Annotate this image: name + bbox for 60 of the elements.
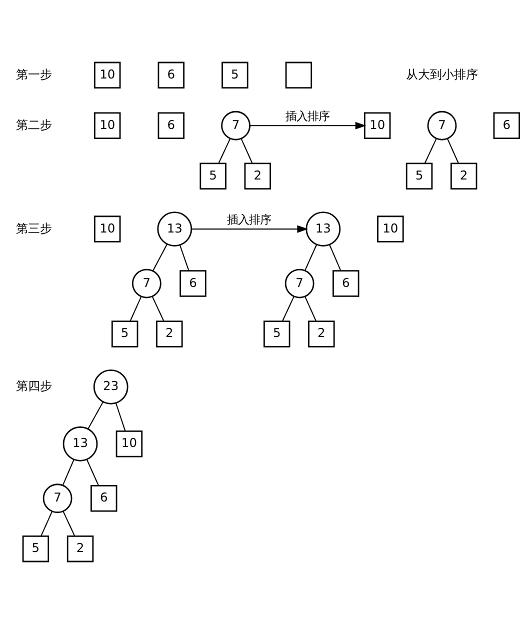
- node-circle: 13: [306, 211, 341, 246]
- node-box: 2: [308, 320, 335, 347]
- node-circle: 7: [284, 268, 314, 298]
- node-circle: 7: [221, 110, 250, 140]
- node-box: 6: [493, 112, 520, 138]
- node-circle: 13: [62, 426, 98, 461]
- node-box: 6: [180, 270, 206, 296]
- node-box: 5: [22, 534, 50, 562]
- connector: [62, 510, 76, 536]
- node-box: 2: [66, 534, 94, 562]
- connector: [88, 400, 104, 429]
- node-box: 2: [156, 320, 183, 347]
- connector: [130, 296, 142, 321]
- node-box: 5: [111, 320, 138, 347]
- node-box: 2: [450, 162, 478, 189]
- connector: [115, 402, 126, 431]
- node-box: 2: [244, 162, 271, 189]
- node-box: 5: [264, 320, 290, 347]
- edge-label: 插入排序: [226, 212, 271, 226]
- node-circle: 23: [93, 368, 128, 404]
- node-box: 10: [94, 215, 121, 242]
- connector: [329, 244, 342, 270]
- node-box: 6: [90, 484, 118, 512]
- connector: [40, 510, 53, 536]
- node-box: 5: [406, 162, 433, 189]
- connector: [62, 458, 74, 485]
- label: 第一步: [16, 66, 52, 81]
- arrow: [250, 121, 366, 129]
- connector: [424, 138, 437, 163]
- connector: [447, 138, 459, 163]
- node-box: 10: [364, 112, 391, 138]
- label: 第三步: [16, 220, 52, 235]
- node-circle: 7: [42, 483, 72, 513]
- connector: [304, 296, 316, 321]
- node-box: 10: [116, 430, 143, 457]
- connector: [240, 138, 253, 163]
- node-box: 6: [158, 61, 184, 88]
- arrow: [191, 224, 308, 232]
- connector: [179, 244, 190, 270]
- label: 第二步: [16, 117, 52, 132]
- node-circle: 7: [427, 110, 457, 140]
- node-box: [285, 61, 312, 88]
- node-box: 10: [377, 215, 404, 242]
- connector: [152, 243, 168, 270]
- connector: [282, 296, 294, 321]
- node-circle: 7: [132, 268, 162, 298]
- node-box: 5: [200, 162, 226, 189]
- connector: [218, 138, 231, 163]
- connector: [152, 296, 164, 321]
- node-box: 5: [222, 61, 248, 88]
- node-box: 10: [94, 61, 121, 88]
- edge-label: 插入排序: [285, 108, 330, 122]
- connector: [86, 458, 99, 486]
- node-box: 6: [158, 112, 184, 138]
- node-box: 6: [332, 270, 360, 296]
- label: 从大到小排序: [406, 66, 478, 81]
- label: 第四步: [16, 378, 52, 393]
- node-box: 10: [94, 112, 121, 138]
- connector: [304, 244, 318, 270]
- node-circle: 13: [157, 211, 192, 246]
